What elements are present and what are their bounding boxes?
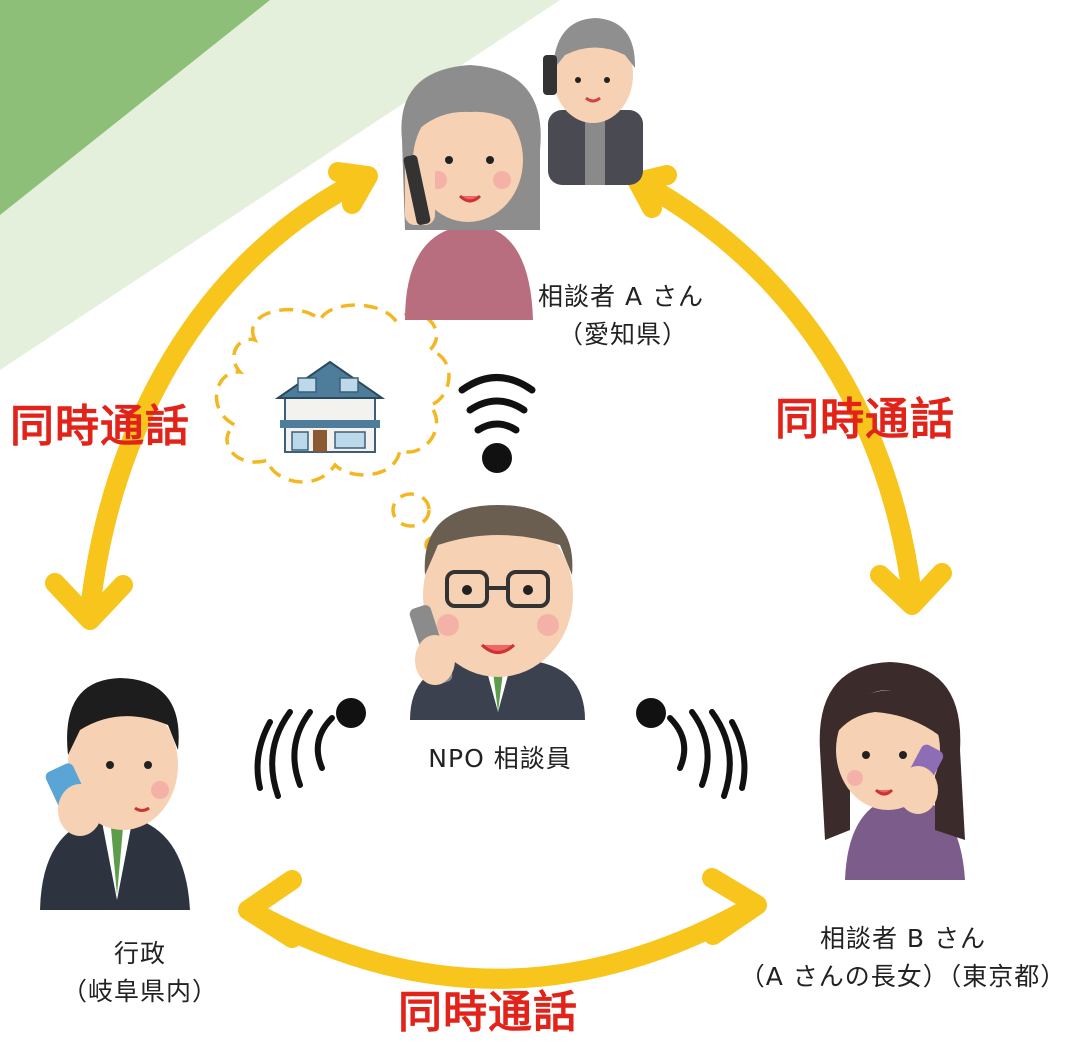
- phone-call-icon: [636, 698, 748, 799]
- arrow-right: [628, 165, 952, 615]
- government-location: （岐阜県内）: [61, 977, 218, 1006]
- consultant-b-name: 相談者 B さん: [819, 924, 987, 953]
- simultaneous-call-left: 同時通話: [10, 401, 190, 452]
- consultant-a-label: 相談者 A さん （愛知県）: [538, 278, 738, 354]
- consultant-a-location: （愛知県）: [558, 320, 689, 349]
- simultaneous-call-bottom: 同時通話: [398, 987, 578, 1038]
- npo-label: NPO 相談員: [400, 740, 600, 778]
- consultant-a-name: 相談者 A さん: [538, 282, 704, 311]
- house-icon: [274, 360, 386, 453]
- elderly-woman-illustration: [401, 65, 541, 320]
- daughter-illustration: [819, 662, 965, 880]
- wifi-signal-icon: [458, 374, 536, 434]
- government-label: 行政 （岐阜県内）: [45, 935, 235, 1011]
- npo-name: NPO 相談員: [428, 744, 572, 773]
- consultant-b-relation: （A さんの長女）（東京都）: [739, 962, 1067, 991]
- government-name: 行政: [113, 939, 166, 968]
- consultant-b-label: 相談者 B さん （A さんの長女）（東京都）: [735, 920, 1071, 996]
- government-worker-illustration: [40, 678, 190, 910]
- phone-call-icon: [254, 698, 366, 799]
- elderly-man-illustration: [543, 18, 643, 185]
- arrow-bottom: [238, 868, 767, 989]
- simultaneous-call-right: 同時通話: [775, 394, 955, 445]
- npo-consultant-illustration: [409, 505, 585, 720]
- arrow-left: [45, 162, 378, 630]
